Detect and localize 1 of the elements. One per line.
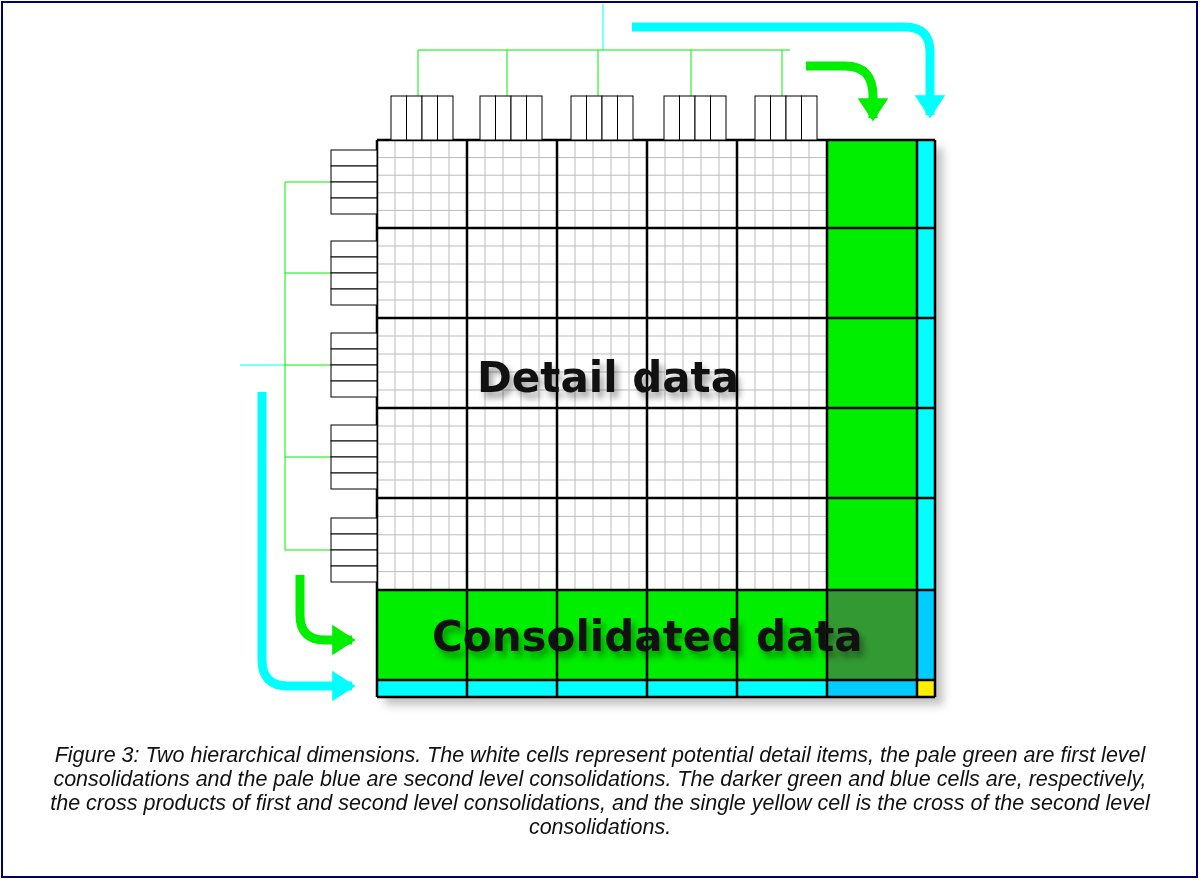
figure-caption: Figure 3: Two hierarchical dimensions. The white cells represent potential detail items, the pale green are first level consolidations and the pale blue are second level consolidations. The darker green and blue cells are, respectively, the cross products of first and second level consolidations, and the single yellow cell is the cross of the second level consolidations. [49, 743, 1152, 839]
